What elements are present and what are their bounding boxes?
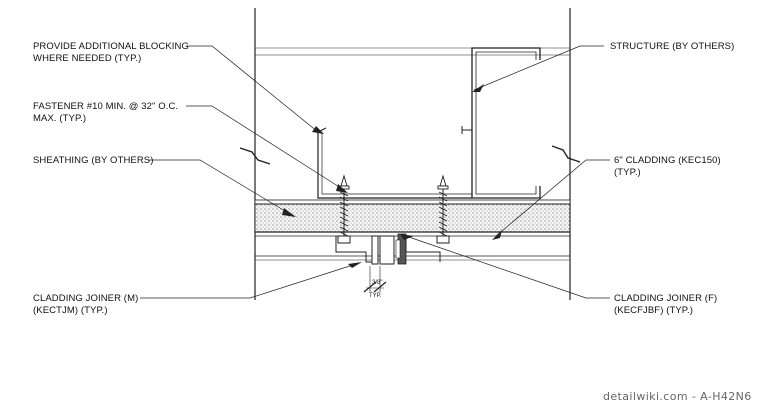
label-cladding: 6" CLADDING (KEC150) (TYP.): [614, 155, 721, 178]
label-structure-line1: STRUCTURE (BY OTHERS): [610, 41, 734, 52]
sheathing: [254, 199, 571, 205]
label-joiner-m: CLADDING JOINER (M) (KECTJM) (TYP.): [33, 293, 138, 316]
cladding-joiner-f: [379, 233, 441, 265]
structure-channel: [461, 47, 541, 199]
break-marks: [239, 145, 581, 165]
dimension-value: 3/8": [372, 280, 382, 286]
label-cladding-line2: (TYP.): [614, 167, 641, 178]
label-joiner-f-line2: (KECFJBF) (TYP.): [614, 305, 693, 316]
label-blocking: PROVIDE ADDITIONAL BLOCKING WHERE NEEDED…: [33, 41, 189, 64]
label-structure: STRUCTURE (BY OTHERS): [610, 41, 734, 52]
label-fastener-line1: FASTENER #10 MIN. @ 32" O.C.: [33, 101, 178, 112]
label-cladding-line1: 6" CLADDING (KEC150): [614, 155, 721, 166]
label-fastener-line2: MAX. (TYP.): [33, 113, 86, 124]
label-sheathing-line1: SHEATHING (BY OTHERS): [33, 155, 154, 166]
fastener-right: [436, 174, 450, 244]
dimension-note: TYP.: [369, 293, 382, 299]
label-fastener: FASTENER #10 MIN. @ 32" O.C. MAX. (TYP.): [33, 101, 178, 124]
cladding-joiner-m: [335, 235, 379, 265]
label-joiner-m-line2: (KECTJM) (TYP.): [33, 305, 108, 316]
label-joiner-m-line1: CLADDING JOINER (M): [33, 293, 138, 304]
label-joiner-f: CLADDING JOINER (F) (KECFJBF) (TYP.): [614, 293, 717, 316]
label-joiner-f-line1: CLADDING JOINER (F): [614, 293, 717, 304]
fastener-left: [337, 174, 351, 244]
label-blocking-line1: PROVIDE ADDITIONAL BLOCKING: [33, 41, 189, 52]
label-sheathing: SHEATHING (BY OTHERS): [33, 155, 154, 166]
watermark: detailwiki.com - A-H42N6: [603, 390, 752, 403]
label-blocking-line2: WHERE NEEDED (TYP.): [33, 53, 141, 64]
leader-lines: [140, 45, 610, 299]
boundary-lines: [254, 8, 571, 300]
joint-dimension: 3/8" TYP.: [363, 266, 387, 299]
